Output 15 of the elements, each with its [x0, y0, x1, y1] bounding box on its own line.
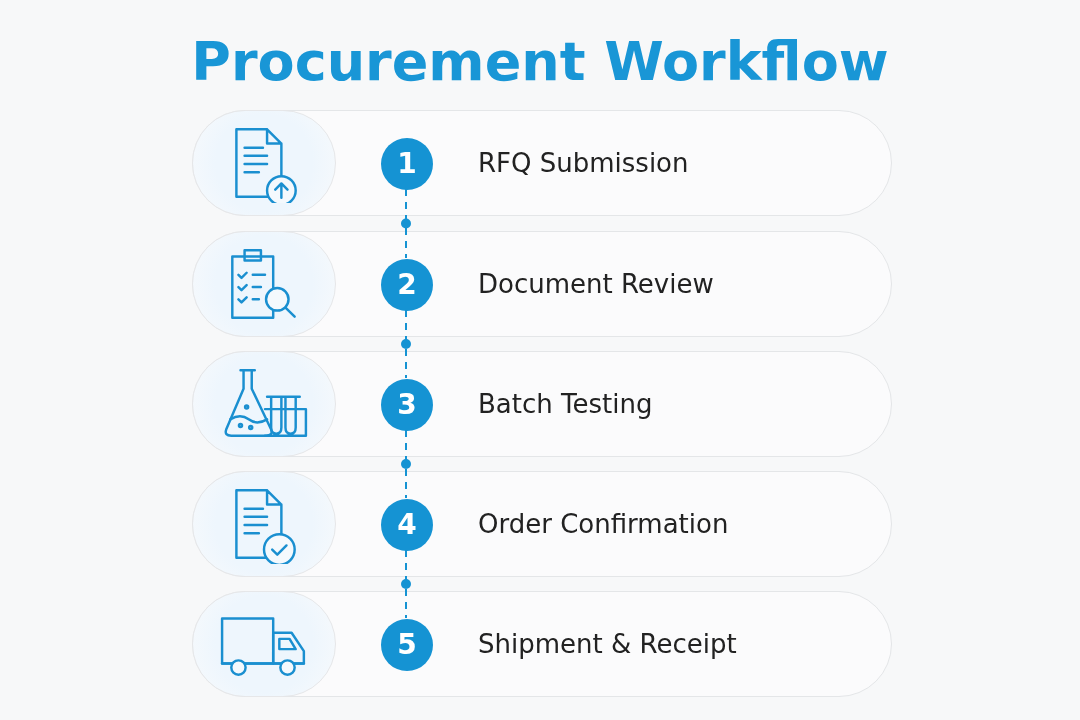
step-number: 1 [381, 138, 433, 190]
step-label: Document Review [478, 268, 714, 301]
step-label: Batch Testing [478, 388, 653, 421]
step-label: Shipment & Receipt [478, 628, 737, 661]
step-number: 5 [381, 619, 433, 671]
title: Procurement Workflow [190, 29, 890, 95]
step-label: RFQ Submission [478, 147, 689, 180]
dashed-connector [405, 549, 407, 619]
dashed-connector [405, 309, 407, 379]
step-number: 3 [381, 379, 433, 431]
step-number: 2 [381, 259, 433, 311]
dashed-connector [405, 188, 407, 259]
dashed-connector [405, 429, 407, 499]
step-label: Order Confirmation [478, 508, 729, 541]
step-number: 4 [381, 499, 433, 551]
